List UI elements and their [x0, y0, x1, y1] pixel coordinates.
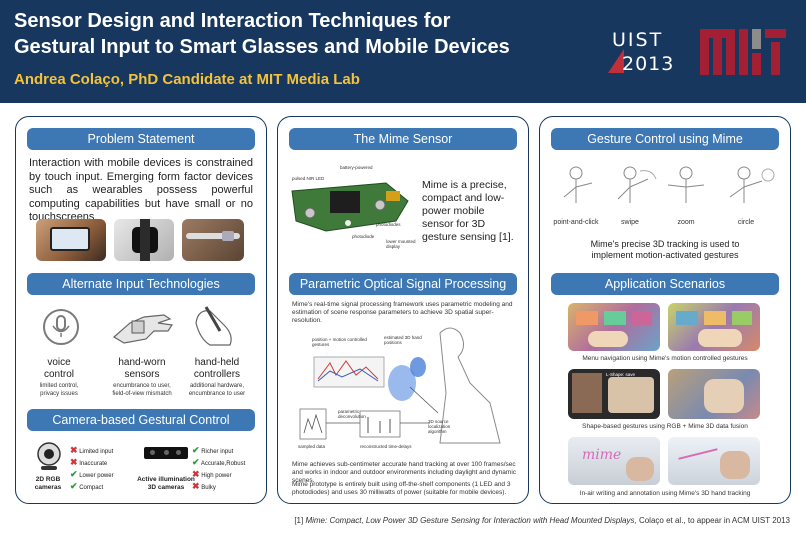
- signal-processing-diagram: [299, 327, 501, 444]
- active-point-1: ✔ Richer input: [192, 445, 234, 455]
- rgb-camera-label-line1: 2D RGB: [35, 476, 61, 483]
- hand-worn-note-line2: field-of-view mismatch: [112, 391, 172, 397]
- diagram-label: photodiode: [352, 234, 375, 239]
- x-mark-icon: ✖: [192, 469, 200, 479]
- uist-logo-triangle: [608, 49, 624, 73]
- check-mark-icon: ✔: [192, 445, 200, 455]
- diagram-label: position + motion controlled gestures: [312, 337, 367, 347]
- gesture-control-title: Gesture Control using Mime: [551, 128, 779, 150]
- alternate-input-title: Alternate Input Technologies: [27, 273, 255, 295]
- mime-sensor-text: Mime is a precise, compact and low-power…: [422, 179, 514, 243]
- active-point-3: ✖ High power: [192, 469, 232, 479]
- gesture-caption-line2: implement motion-activated gestures: [591, 250, 739, 260]
- smartwatch-photo: [114, 219, 174, 261]
- gesture-label-point-and-click: point-and-click: [553, 219, 599, 226]
- in-air-writing-text: mime: [582, 447, 622, 463]
- voice-note-line2: privacy issues: [40, 391, 78, 397]
- rgb-point-1: ✖ Limited input: [70, 445, 114, 455]
- parametric-intro: Mime's real-time signal processing frame…: [292, 301, 513, 324]
- in-air-writing-photo-2: [668, 437, 760, 485]
- reference-number: [1]: [294, 516, 304, 525]
- rgb-point-4: ✔ Compact: [70, 481, 104, 491]
- hand-worn-label-line1: hand-worn: [118, 357, 166, 368]
- gesture-label-zoom: zoom: [677, 219, 695, 226]
- rgb-point-3: ✔ Lower power: [70, 469, 114, 479]
- poster-title-line1: Sensor Design and Interaction Techniques…: [14, 10, 451, 32]
- diagram-label: parametric deconvolution: [338, 409, 366, 419]
- gesture-sketches: [563, 166, 775, 203]
- x-mark-icon: ✖: [70, 445, 78, 455]
- hand-held-label-line1: hand-held: [194, 357, 240, 368]
- poster-author: Andrea Colaço, PhD Candidate at MIT Medi…: [14, 71, 360, 88]
- menu-navigation-caption: Menu navigation using Mime's motion cont…: [582, 355, 748, 362]
- poster-header: Sensor Design and Interaction Techniques…: [0, 0, 806, 103]
- uist-logo-text: UIST: [612, 29, 664, 51]
- reference-details: Colaço et al., to appear in ACM UIST 201…: [636, 516, 790, 525]
- reference-paper-title: Mime: Compact, Low Power 3D Gesture Sens…: [305, 516, 637, 525]
- check-mark-icon: ✔: [70, 481, 78, 491]
- in-air-writing-caption: In-air writing and annotation using Mime…: [579, 490, 751, 497]
- middle-panel: The Mime Sensor battery-powered pulsed N…: [277, 116, 529, 504]
- parametric-accuracy-text: Mime achieves sub-centimeter accurate ha…: [292, 461, 517, 484]
- voice-label-line1: voice: [47, 357, 71, 368]
- hand-held-note-line2: encumbrance to user: [188, 391, 246, 397]
- check-mark-icon: ✔: [192, 457, 200, 467]
- parametric-processing-title: Parametric Optical Signal Processing: [289, 273, 517, 295]
- reference-footnote: [1] Mime: Compact, Low Power 3D Gesture …: [0, 516, 790, 525]
- active-camera-label-line2: 3D cameras: [147, 484, 185, 491]
- x-mark-icon: ✖: [192, 481, 200, 491]
- shape-gesture-label: L-Shape: save: [606, 372, 636, 377]
- uist-logo-year: 2013: [622, 53, 675, 75]
- smart-glasses-photo: [182, 219, 244, 261]
- hand-held-note-line1: additional hardware,: [189, 383, 245, 389]
- parametric-prototype-text: Mime prototype is entirely built using o…: [292, 481, 511, 496]
- active-point-4: ✖ Bulky: [192, 481, 216, 491]
- rgb-camera-label-line2: cameras: [34, 484, 62, 491]
- hand-worn-sensor-icon: [112, 314, 174, 344]
- diagram-label: photodiodes: [376, 222, 401, 227]
- menu-navigation-photo-2: [668, 303, 760, 351]
- hand-held-controller-icon: [195, 306, 232, 346]
- voice-label-line2: control: [43, 369, 74, 380]
- gesture-caption-line1: Mime's precise 3D tracking is used to: [590, 239, 740, 249]
- diagram-label: 3D source localization algorithm: [428, 419, 451, 434]
- hand-held-label-line2: controllers: [193, 369, 241, 380]
- shape-gesture-photo-1: L-Shape: save: [568, 369, 660, 419]
- problem-statement-title: Problem Statement: [27, 128, 255, 150]
- rgb-point-2: ✖ Inaccurate: [70, 457, 108, 467]
- diagram-label: battery-powered: [340, 165, 373, 170]
- check-mark-icon: ✔: [70, 469, 78, 479]
- in-air-writing-photo-1: mime: [568, 437, 660, 485]
- gesture-label-circle: circle: [737, 219, 755, 226]
- left-panel: Problem Statement Interaction with mobil…: [15, 116, 267, 504]
- active-camera-label-line1: Active illumination: [137, 476, 195, 483]
- mime-sensor-board-image: [291, 182, 409, 232]
- hand-worn-label-line2: sensors: [124, 369, 160, 380]
- phone-photo: [36, 219, 106, 261]
- diagram-label: reconstructed time-delays: [360, 444, 412, 449]
- diagram-label: sampled data: [298, 444, 326, 449]
- shape-gesture-photo-2: [668, 369, 760, 419]
- gesture-label-swipe: swipe: [621, 219, 639, 226]
- menu-navigation-photo-1: [568, 303, 660, 351]
- application-scenarios-title: Application Scenarios: [551, 273, 779, 295]
- depth-camera-icon: [144, 447, 188, 459]
- problem-statement-text: Interaction with mobile devices is const…: [29, 157, 253, 223]
- diagram-label: pulsed NIR LED: [292, 176, 325, 181]
- camera-gestural-title: Camera-based Gestural Control: [27, 409, 255, 431]
- uist-logo: UIST 2013: [608, 29, 688, 77]
- mit-logo: [700, 29, 786, 75]
- voice-note-line1: limited control,: [39, 383, 79, 389]
- mime-sensor-title: The Mime Sensor: [289, 128, 517, 150]
- active-point-2: ✔ Accurate,Robust: [192, 457, 246, 467]
- diagram-label: lower mounted display: [386, 239, 416, 249]
- x-mark-icon: ✖: [70, 457, 78, 467]
- webcam-icon: [37, 442, 61, 470]
- shape-gesture-caption: Shape-based gestures using RGB + Mime 3D…: [582, 423, 748, 430]
- right-panel: Gesture Control using Mime point-and-cli…: [539, 116, 791, 504]
- poster-title-line2: Gestural Input to Smart Glasses and Mobi…: [14, 36, 510, 58]
- diagram-label: estimated 3D hand positions: [384, 335, 422, 345]
- microphone-icon: [43, 309, 79, 345]
- hand-worn-note-line1: encumbrance to user,: [113, 383, 171, 389]
